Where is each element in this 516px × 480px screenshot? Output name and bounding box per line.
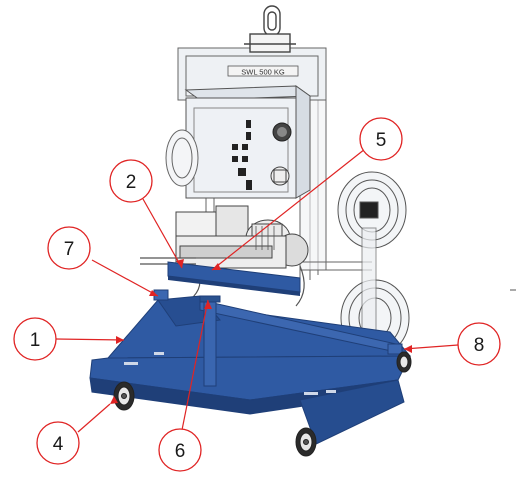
leader-arrowheads [110,259,412,404]
leader-5 [211,148,366,271]
callout-1: 1 [13,317,57,361]
rotary-knob-lower [270,166,290,186]
callout-2: 2 [109,159,153,203]
callout-8: 8 [457,322,501,366]
leader-4 [77,403,111,433]
lifting-eye [244,5,296,53]
callout-8-label: 8 [474,335,485,356]
control-buttons [232,120,252,190]
base-frame [89,295,412,445]
center-post [199,295,221,387]
callout-5: 5 [359,117,403,161]
leader-1 [55,338,125,341]
callout-2-label: 2 [126,172,137,193]
leader-2 [142,198,183,269]
wheel-front-right [295,427,317,457]
callout-6-label: 6 [175,441,186,462]
wheel-front-left [113,381,135,411]
vacuum-pad-rear-left [165,129,199,187]
leader-6 [181,299,209,431]
callout-5-label: 5 [376,130,387,151]
leader-8 [403,344,459,350]
nameplate: SWL 500 KG [227,65,299,77]
callout-7: 7 [47,226,91,270]
callout-4: 4 [36,421,80,465]
wheel-rear-right [396,351,412,373]
blue-crossbar [167,261,301,296]
base-slots [124,352,336,395]
leader-lines [55,148,459,433]
corner-pin-right [387,343,403,355]
nameplate-text: SWL 500 KG [241,68,285,77]
callout-1-label: 1 [30,330,41,351]
callout-4-label: 4 [53,434,64,455]
pump-assembly [175,205,309,269]
callout-6: 6 [158,428,202,472]
callout-7-label: 7 [64,239,75,260]
leader-7 [91,259,159,297]
rotary-knob-upper [272,122,292,142]
